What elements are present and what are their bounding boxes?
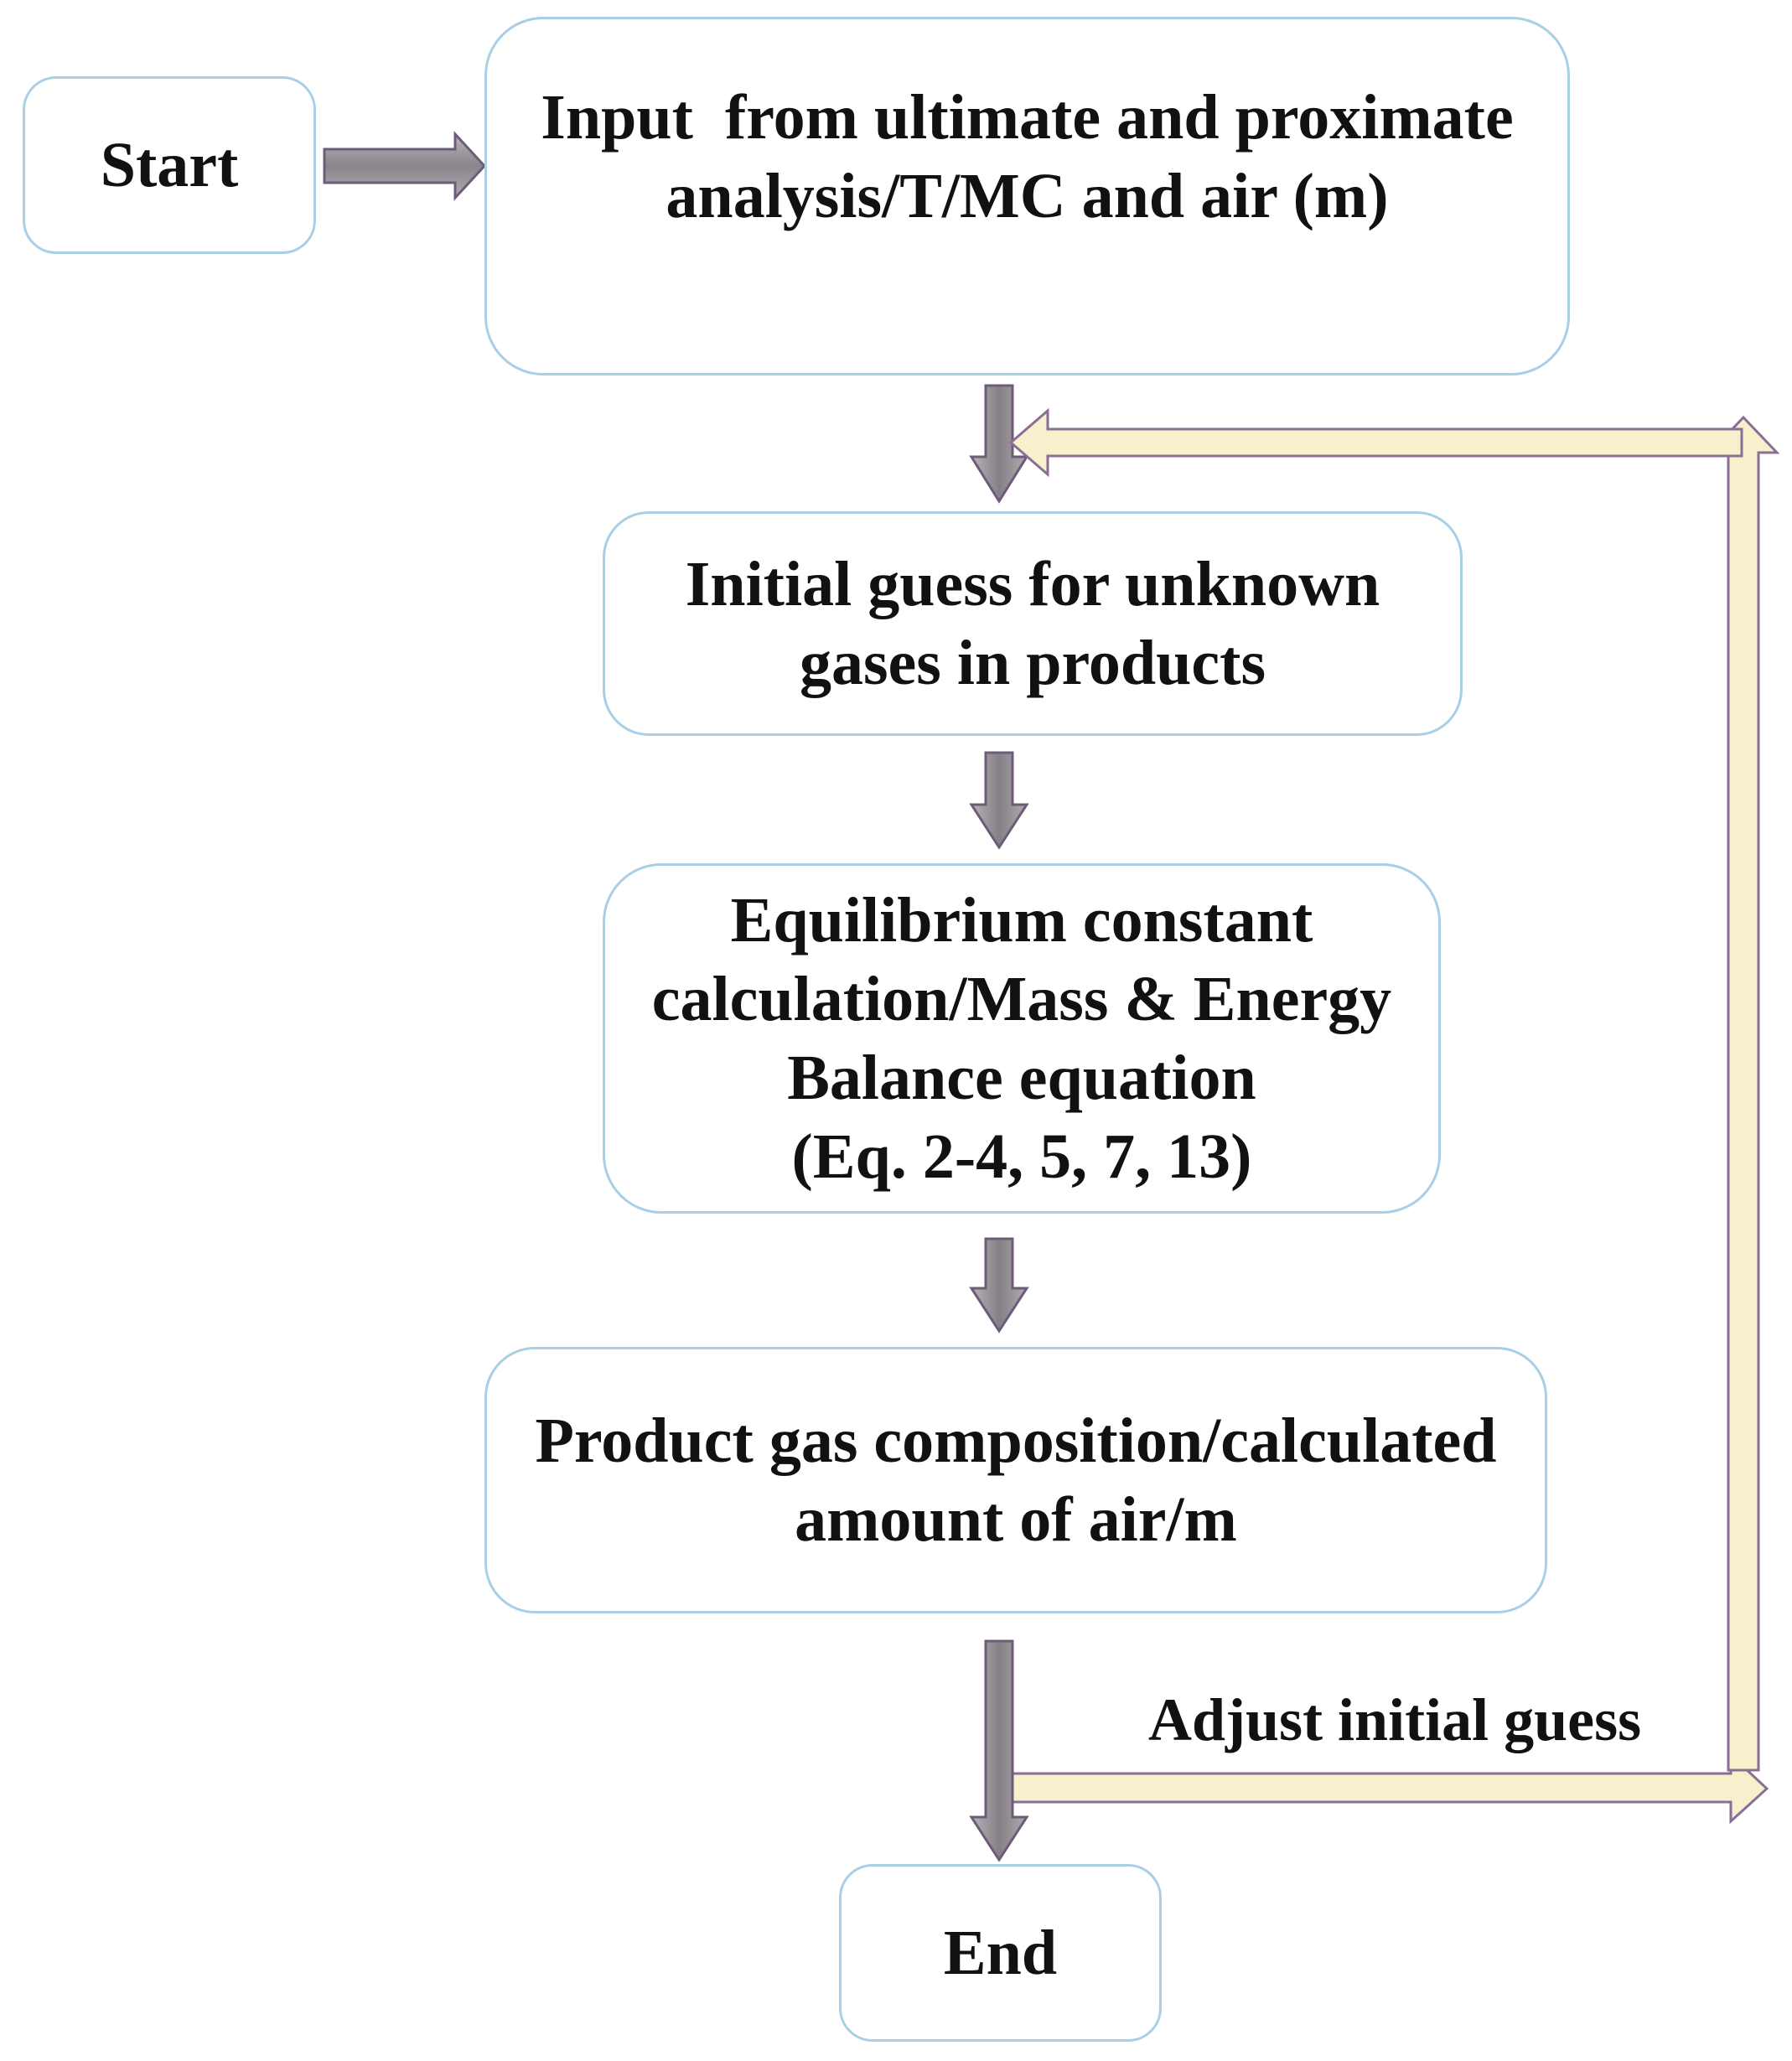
input-node: Input from ultimate and proximate analys… xyxy=(484,17,1570,375)
equilibrium-node: Equilibrium constant calculation/Mass & … xyxy=(603,863,1441,1214)
equilibrium-line-4: (Eq. 2-4, 5, 7, 13) xyxy=(791,1121,1252,1192)
equilibrium-line-3: Balance equation xyxy=(787,1043,1256,1113)
arrow-equilibrium-to-product xyxy=(969,1237,1029,1333)
equilibrium-line-2: calculation/Mass & Energy xyxy=(651,964,1392,1034)
feedback-loop-arrow xyxy=(996,407,1780,1825)
product-gas-node: Product gas composition/calculated amoun… xyxy=(484,1347,1547,1613)
guess-line-1: Initial guess for unknown xyxy=(685,549,1380,619)
end-label: End xyxy=(943,1918,1058,1988)
arrow-start-to-input xyxy=(323,131,487,201)
adjust-initial-guess-label: Adjust initial guess xyxy=(1148,1686,1642,1753)
product-line-1: Product gas composition/calculated xyxy=(535,1406,1497,1476)
guess-line-2: gases in products xyxy=(799,628,1266,698)
product-line-2: amount of air/m xyxy=(795,1484,1237,1555)
arrow-guess-to-equilibrium xyxy=(969,751,1029,850)
start-node: Start xyxy=(23,76,316,254)
end-node: End xyxy=(839,1864,1162,2042)
input-line-1: Input from ultimate and proximate xyxy=(541,81,1514,153)
equilibrium-line-1: Equilibrium constant xyxy=(730,885,1313,955)
start-label: Start xyxy=(100,130,239,200)
arrow-input-to-guess xyxy=(969,384,1029,504)
initial-guess-node: Initial guess for unknown gases in produ… xyxy=(603,511,1463,736)
input-line-2: analysis/T/MC and air (m) xyxy=(666,160,1389,231)
arrow-product-to-end xyxy=(969,1639,1029,1862)
